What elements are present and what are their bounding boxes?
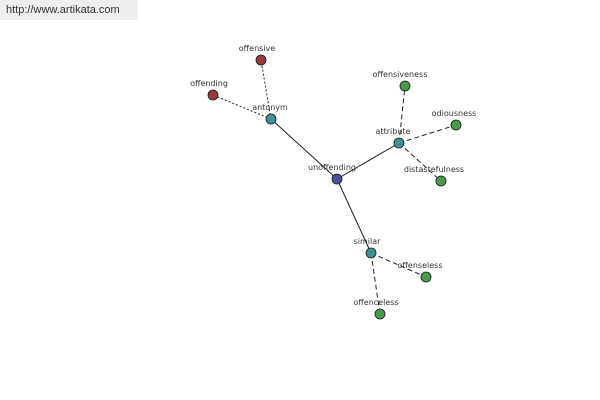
node-label-offensiveness[interactable]: offensiveness — [373, 70, 428, 79]
node-label-attribute[interactable]: attribute — [376, 127, 411, 136]
node-offending[interactable] — [207, 89, 219, 101]
edge-unoffending-antonym — [270, 118, 338, 180]
node-label-similar[interactable]: similar — [354, 237, 382, 246]
node-label-offensive[interactable]: offensive — [239, 44, 276, 53]
node-offenceless[interactable] — [374, 308, 386, 320]
node-label-offending[interactable]: offending — [190, 79, 228, 88]
edge-similar-offenceless — [370, 252, 381, 315]
node-antonym[interactable] — [265, 113, 277, 125]
node-label-unoffending[interactable]: unoffending — [308, 163, 356, 172]
node-distastefulness[interactable] — [435, 175, 447, 187]
node-label-distastefulness[interactable]: distastefulness — [404, 165, 464, 174]
node-attribute[interactable] — [393, 137, 405, 149]
edge-antonym-offensive — [260, 59, 272, 120]
node-odiousness[interactable] — [450, 119, 462, 131]
graph-labels: antonym offensive offending attribute offens… — [190, 44, 476, 307]
edge-similar-offenseless — [370, 252, 427, 278]
graph-edges — [212, 59, 457, 315]
edge-attribute-odiousness — [398, 124, 457, 144]
node-unoffending[interactable] — [331, 173, 343, 185]
node-offensiveness[interactable] — [399, 80, 411, 92]
edge-unoffending-similar — [336, 178, 372, 254]
graph-nodes — [207, 54, 462, 320]
edge-attribute-offensiveness — [398, 85, 406, 144]
edge-unoffending-attribute — [336, 142, 400, 180]
edge-antonym-offending — [212, 94, 272, 120]
node-label-offenceless[interactable]: offenceless — [353, 298, 398, 307]
node-offenseless[interactable] — [420, 271, 432, 283]
node-label-offenseless[interactable]: offenseless — [398, 261, 443, 270]
node-label-antonym[interactable]: antonym — [252, 103, 288, 112]
node-similar[interactable] — [365, 247, 377, 259]
node-label-odiousness[interactable]: odiousness — [432, 109, 477, 118]
edge-attribute-distastefulness — [398, 142, 442, 182]
site-url-banner[interactable]: http://www.artikata.com — [0, 0, 138, 20]
node-offensive[interactable] — [255, 54, 267, 66]
